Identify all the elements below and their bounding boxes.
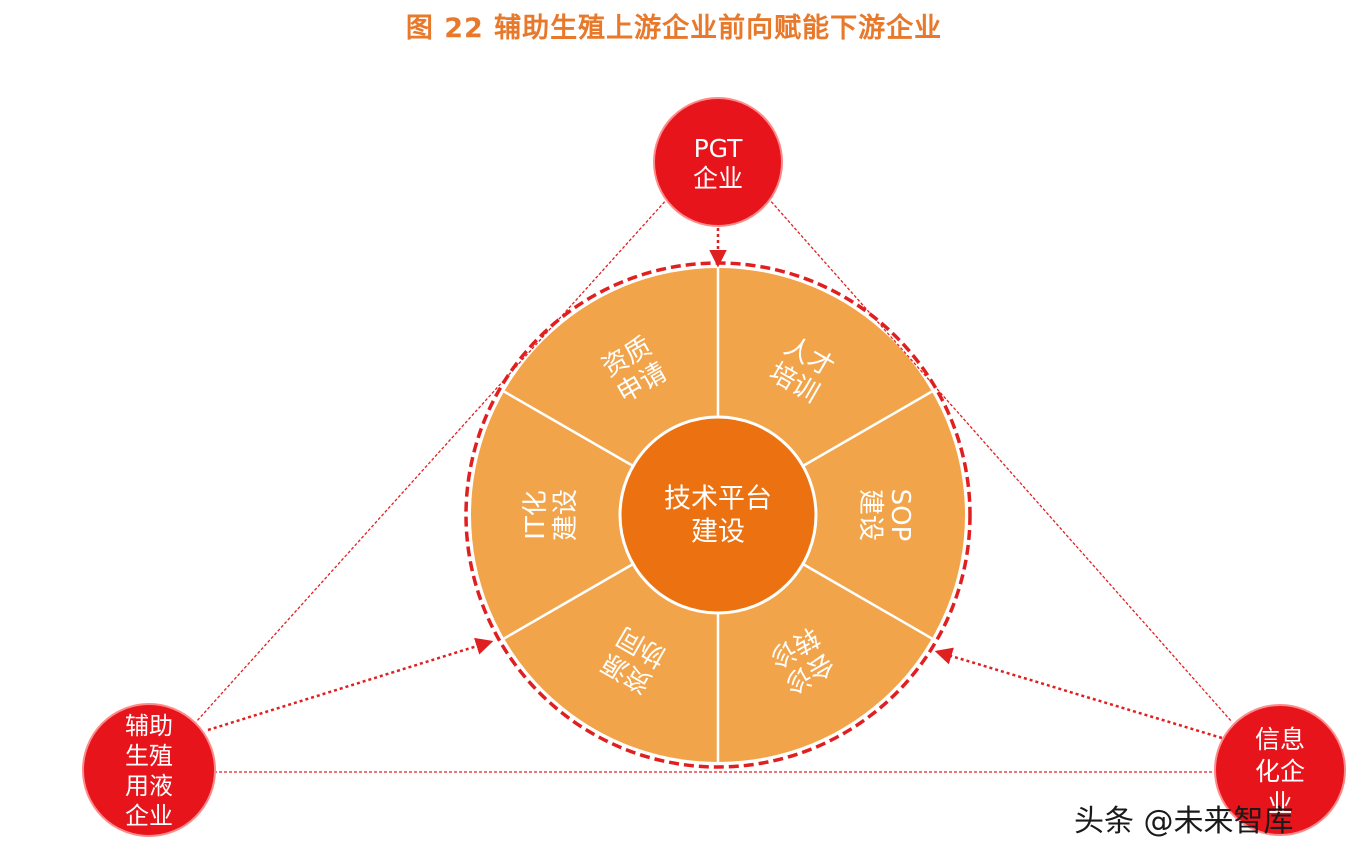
wheel-divider (802, 390, 933, 468)
node-reagent-line4: 企业 (125, 802, 173, 830)
wheel-dashed-outline (464, 261, 972, 769)
watermark: 头条 @未来智库 (1074, 804, 1294, 839)
edge-top-left (195, 197, 669, 723)
segment-label: SOP建设 (855, 489, 915, 542)
node-it-line2: 化企 (1255, 757, 1305, 786)
node-reagent-circle (82, 703, 216, 837)
hub-label-line2: 建设 (691, 517, 745, 548)
segment-label: IT化建设 (521, 489, 581, 541)
figure-title: 图 22 辅助生殖上游企业前向赋能下游企业 (405, 13, 943, 44)
segment-label-line2: 建设 (855, 489, 885, 541)
segment-label-line2: 建设 (551, 489, 581, 541)
node-pgt-line2: 企业 (693, 164, 743, 193)
node-reagent-line2: 生殖 (125, 742, 173, 770)
node-it: 信息 化企 业 (1214, 704, 1346, 836)
node-pgt: PGT 企业 (653, 97, 783, 227)
hub-label-line1: 技术平台 (664, 484, 772, 515)
segment-label-line1: SOP (885, 489, 915, 542)
node-pgt-line1: PGT (694, 134, 744, 163)
arrow-right-to-wheel (934, 647, 1223, 740)
wheel-divider (503, 562, 634, 640)
node-reagent-line1: 辅助 (125, 712, 173, 740)
arrow-left-to-wheel (207, 637, 494, 732)
node-reagent-line3: 用液 (125, 772, 173, 800)
node-it-line1: 信息 (1255, 725, 1305, 754)
hub-circle (618, 415, 818, 615)
wheel: 资质申请人才培训SOP建设会诊转诊资源协同IT化建设技术平台建设 (464, 261, 972, 769)
node-pgt-circle (653, 97, 783, 227)
segment-label-line1: IT化 (521, 490, 551, 540)
edge-top-right (767, 197, 1233, 723)
wheel-divider (802, 562, 933, 640)
node-it-circle (1214, 704, 1346, 836)
wheel-divider (503, 390, 634, 468)
node-it-line3: 业 (1267, 789, 1292, 818)
node-reagent: 辅助 生殖 用液 企业 (82, 703, 216, 837)
